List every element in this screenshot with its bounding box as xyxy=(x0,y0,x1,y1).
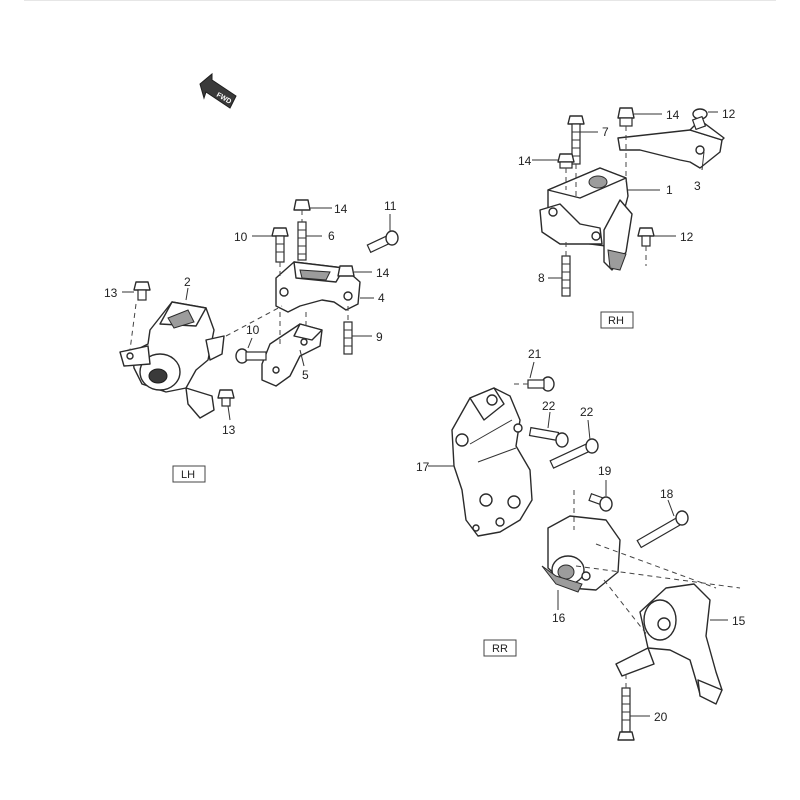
part-18-bolt xyxy=(636,510,689,549)
callout-9: 9 xyxy=(376,330,383,344)
callout-18: 18 xyxy=(660,487,674,501)
callout-10-lh-lower: 10 xyxy=(246,323,260,337)
callout-14-rh-top: 14 xyxy=(666,108,680,122)
part-1-engine-mount-rh xyxy=(539,167,633,271)
top-border-line xyxy=(24,0,776,1)
rh-label: RH xyxy=(608,315,624,327)
part-10-bolt-lh-top xyxy=(271,227,289,278)
callout-14-rh-left: 14 xyxy=(518,154,532,168)
callout-1: 1 xyxy=(666,183,673,197)
callout-12-rh-right: 12 xyxy=(680,230,694,244)
lh-mount-assembly: 2 4 5 6 10 14 14 11 9 10 13 13 LH xyxy=(104,199,399,483)
callout-5: 5 xyxy=(302,368,309,382)
callout-20: 20 xyxy=(654,710,668,724)
callout-16: 16 xyxy=(552,611,566,625)
part-6-stud xyxy=(297,221,307,261)
part-12-bolt-rh-top xyxy=(691,108,708,131)
callout-3: 3 xyxy=(694,179,701,193)
callout-2: 2 xyxy=(184,275,191,289)
callout-22-left: 22 xyxy=(542,399,556,413)
callout-13-lh-top: 13 xyxy=(104,286,118,300)
part-19-bolt xyxy=(588,493,613,512)
callout-21: 21 xyxy=(528,347,542,361)
part-13-bolt-lh-top xyxy=(133,281,151,301)
callout-14-lh-top: 14 xyxy=(334,202,348,216)
callout-11: 11 xyxy=(384,199,397,213)
part-14-nut-lh-top xyxy=(293,199,311,222)
part-14-nut-lh-right xyxy=(337,265,355,277)
part-3-bracket xyxy=(617,119,725,169)
callout-4: 4 xyxy=(378,291,385,305)
callout-8: 8 xyxy=(538,271,545,285)
part-22-bolt-left xyxy=(528,426,569,448)
callout-7: 7 xyxy=(602,125,609,139)
part-17-bracket xyxy=(451,387,533,537)
callout-19: 19 xyxy=(598,464,612,478)
part-10-bolt-lh-lower xyxy=(235,348,267,364)
part-14-nut-rh-top xyxy=(617,107,635,182)
callout-10-lh-top: 10 xyxy=(234,230,248,244)
rr-label-box xyxy=(483,639,517,657)
rh-label-box xyxy=(600,311,634,329)
part-2-engine-mount-lh xyxy=(119,301,225,419)
callout-13-lh-bottom: 13 xyxy=(222,423,236,437)
part-13-bolt-lh-bottom xyxy=(217,389,235,407)
fwd-direction-arrow: FWD xyxy=(199,72,237,109)
lh-label-box xyxy=(172,465,206,483)
callout-6: 6 xyxy=(328,229,335,243)
callout-22-right: 22 xyxy=(580,405,594,419)
lh-label: LH xyxy=(181,469,195,481)
part-16-mount xyxy=(541,490,621,593)
part-21-bolt xyxy=(514,376,555,392)
part-5-bracket xyxy=(261,323,323,387)
part-12-bolt-rh-right xyxy=(637,227,655,266)
part-7-bolt xyxy=(567,115,585,200)
part-14-nut-rh-left xyxy=(557,153,575,190)
callout-14-lh-right: 14 xyxy=(376,266,390,280)
callout-17: 17 xyxy=(416,460,430,474)
rr-label: RR xyxy=(492,643,508,655)
part-9-stud xyxy=(343,306,353,355)
rh-mount-assembly: 1 3 7 14 14 12 12 8 RH xyxy=(518,107,736,329)
callout-15: 15 xyxy=(732,614,746,628)
part-20-bolt xyxy=(617,674,635,741)
part-15-mount xyxy=(615,583,723,705)
part-11-bolt xyxy=(366,230,399,254)
callout-12-rh-top: 12 xyxy=(722,107,736,121)
part-22-bolt-right xyxy=(549,438,599,469)
part-8-stud xyxy=(561,242,571,297)
rr-mount-assembly: 17 21 22 22 19 18 16 15 20 RR xyxy=(416,347,746,741)
